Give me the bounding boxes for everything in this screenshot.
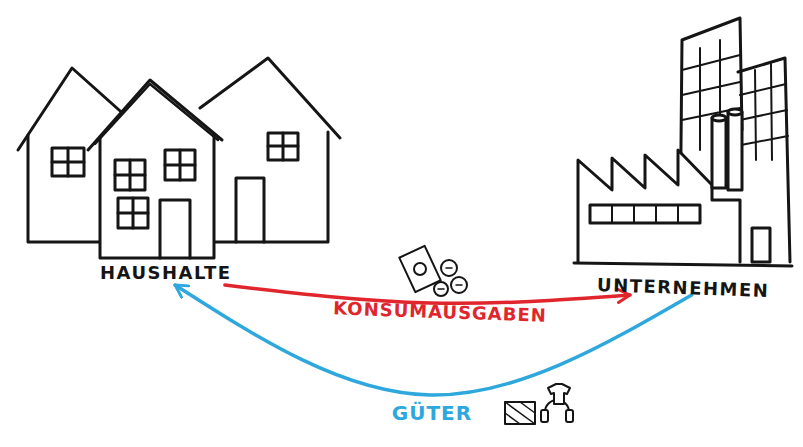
- flow-label: GÜTER: [392, 402, 472, 424]
- actor-node: HAUSHALTE: [15, 55, 345, 285]
- money-icon: [399, 246, 467, 296]
- factory-drawing: [574, 18, 792, 266]
- actor-node: UNTERNEHMEN: [575, 15, 795, 295]
- goods-icon: [505, 384, 573, 424]
- flow-arrow: [225, 285, 630, 303]
- flow-arrow: [175, 285, 692, 395]
- node-label: UNTERNEHMEN: [597, 275, 796, 302]
- houses-drawing: [18, 58, 340, 258]
- node-label: HAUSHALTE: [100, 263, 345, 283]
